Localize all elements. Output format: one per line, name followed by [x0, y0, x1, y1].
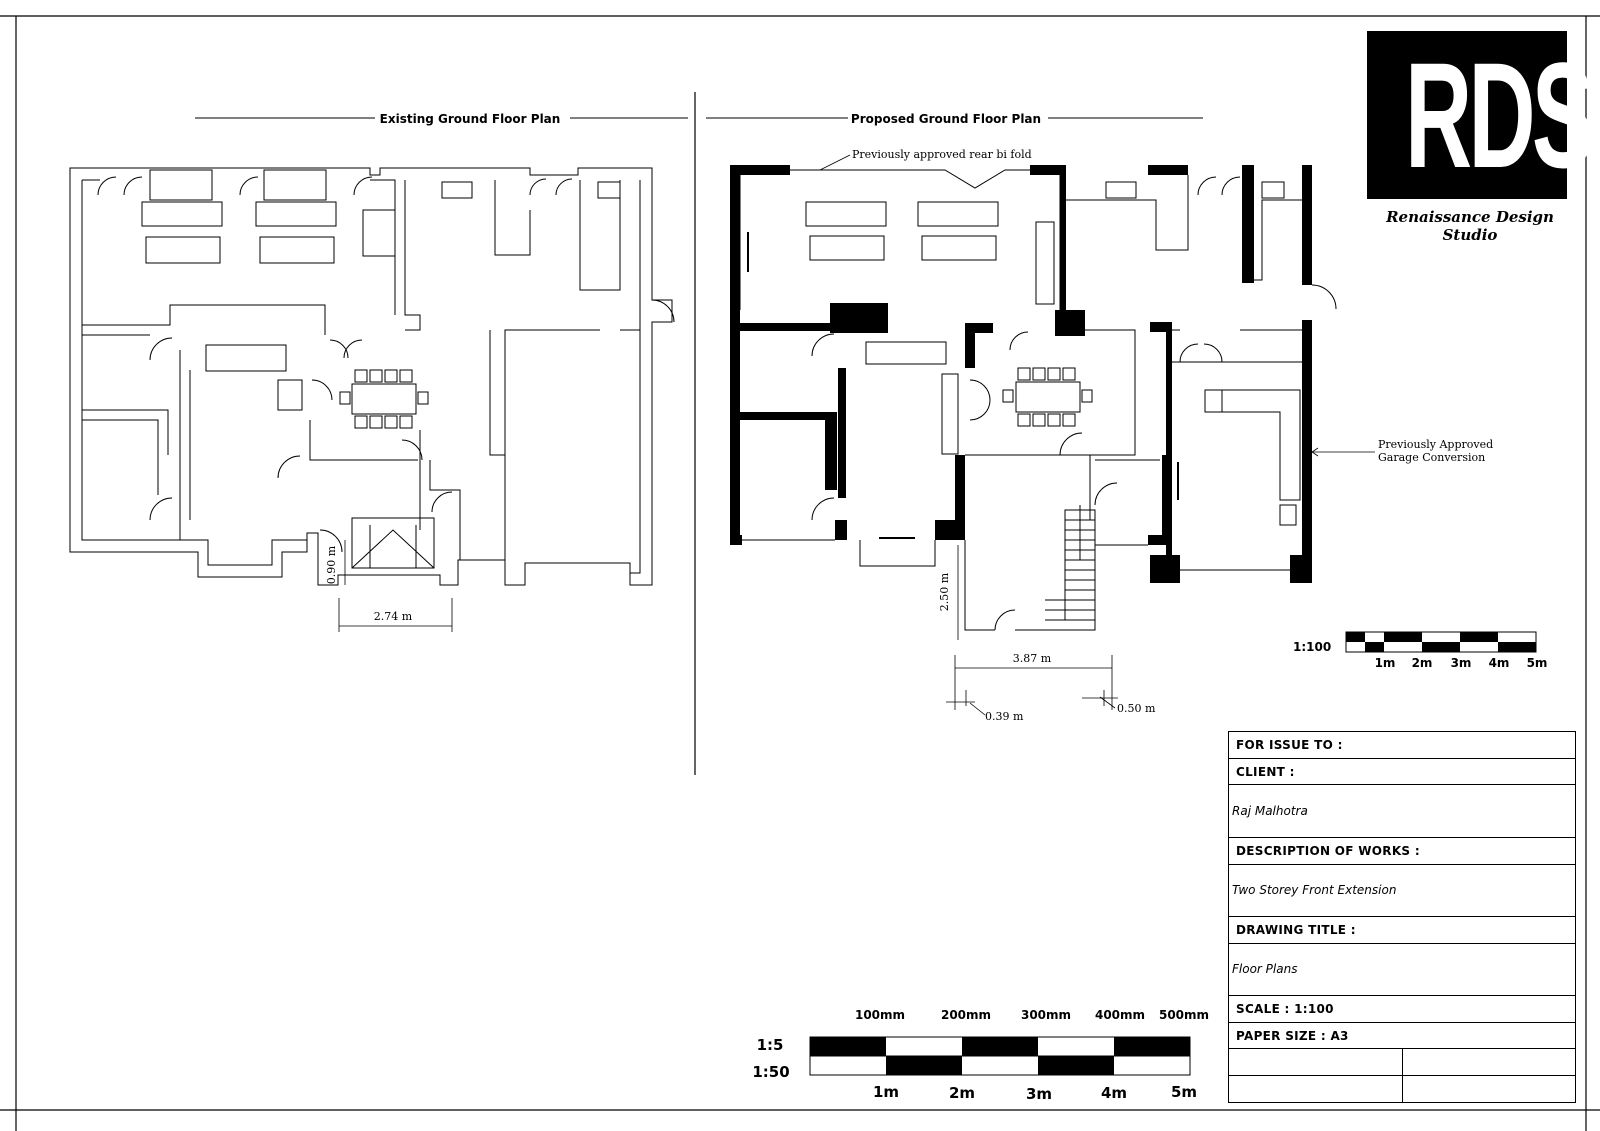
scale-large-top-100mm: 100mm [855, 1008, 905, 1022]
scale-1-100-label-5m: 5m [1527, 656, 1548, 670]
drawing-title-value-row: Floor Plans [1229, 944, 1575, 996]
scale-text: SCALE : 1:100 [1236, 1002, 1334, 1016]
proposed-floor-plan [730, 165, 1337, 631]
for-issue-row: FOR ISSUE TO : [1229, 732, 1575, 759]
scale-large-bottom-4m: 4m [1101, 1084, 1127, 1102]
description-label: DESCRIPTION OF WORKS : [1236, 844, 1420, 858]
existing-height-dimension: 0.90 m [325, 545, 338, 584]
client-label: CLIENT : [1236, 765, 1295, 779]
company-name: Renaissance Design Studio [1386, 208, 1554, 244]
scale-large-bottom-1m: 1m [873, 1083, 899, 1101]
scale-row: SCALE : 1:100 [1229, 996, 1575, 1023]
scale-large-bottom-2m: 2m [949, 1084, 975, 1102]
scale-large-top-400mm: 400mm [1095, 1008, 1145, 1022]
proposed-dimensions [946, 545, 1118, 716]
for-issue-label: FOR ISSUE TO : [1236, 738, 1343, 752]
annotation-leaders [819, 154, 1375, 457]
paper-size-text: PAPER SIZE : A3 [1236, 1029, 1349, 1043]
drawing-title-label: DRAWING TITLE : [1236, 923, 1356, 937]
proposed-plan-title: Proposed Ground Floor Plan [851, 112, 1041, 126]
garage-note-line2: Garage Conversion [1378, 451, 1485, 464]
proposed-right-offset-dimension: 0.50 m [1117, 702, 1156, 715]
scale-large-top-500mm: 500mm [1159, 1008, 1209, 1022]
blank-row-2 [1229, 1076, 1575, 1102]
existing-width-dimension: 2.74 m [374, 610, 413, 623]
scale-1-100-label-1m: 1m [1375, 656, 1396, 670]
blank-row-1 [1229, 1049, 1575, 1076]
proposed-width-dimension: 3.87 m [1013, 652, 1052, 665]
scale-large-bottom-5m: 5m [1171, 1083, 1197, 1101]
scale-large-top-300mm: 300mm [1021, 1008, 1071, 1022]
rds-logo: RDS [1367, 31, 1594, 199]
rear-bifold-note: Previously approved rear bi fold [852, 148, 1032, 161]
drawing-title-label-row: DRAWING TITLE : [1229, 917, 1575, 944]
client-value: Raj Malhotra [1232, 804, 1308, 818]
existing-dimensions [338, 540, 453, 632]
scale-large-ratio-bottom: 1:50 [752, 1063, 789, 1081]
title-block: FOR ISSUE TO : CLIENT : Raj Malhotra DES… [1228, 731, 1576, 1103]
scale-1-100-label-3m: 3m [1451, 656, 1472, 670]
scale-bar-1-100 [1345, 631, 1537, 653]
scale-1-100-label-4m: 4m [1489, 656, 1510, 670]
existing-floor-plan [69, 167, 675, 586]
garage-note-line1: Previously Approved [1378, 438, 1493, 451]
description-value: Two Storey Front Extension [1232, 883, 1397, 897]
scale-large-bottom-3m: 3m [1026, 1085, 1052, 1103]
rds-logo-letters: RDS [1405, 31, 1594, 199]
client-value-row: Raj Malhotra [1229, 785, 1575, 838]
paper-size-row: PAPER SIZE : A3 [1229, 1023, 1575, 1049]
scale-1-100-ratio: 1:100 [1293, 640, 1331, 654]
description-label-row: DESCRIPTION OF WORKS : [1229, 838, 1575, 865]
scale-bar-large [809, 1036, 1191, 1076]
client-label-row: CLIENT : [1229, 759, 1575, 785]
blank-cell [1229, 1049, 1403, 1076]
scale-large-ratio-top: 1:5 [757, 1036, 784, 1054]
proposed-left-offset-dimension: 0.39 m [985, 710, 1024, 723]
sheet-border [0, 15, 1600, 1131]
drawing-title-value: Floor Plans [1232, 962, 1298, 976]
existing-plan-title: Existing Ground Floor Plan [380, 112, 561, 126]
blank-cell [1229, 1076, 1403, 1102]
proposed-height-dimension: 2.50 m [938, 572, 951, 611]
scale-large-top-200mm: 200mm [941, 1008, 991, 1022]
description-value-row: Two Storey Front Extension [1229, 865, 1575, 917]
scale-1-100-label-2m: 2m [1412, 656, 1433, 670]
